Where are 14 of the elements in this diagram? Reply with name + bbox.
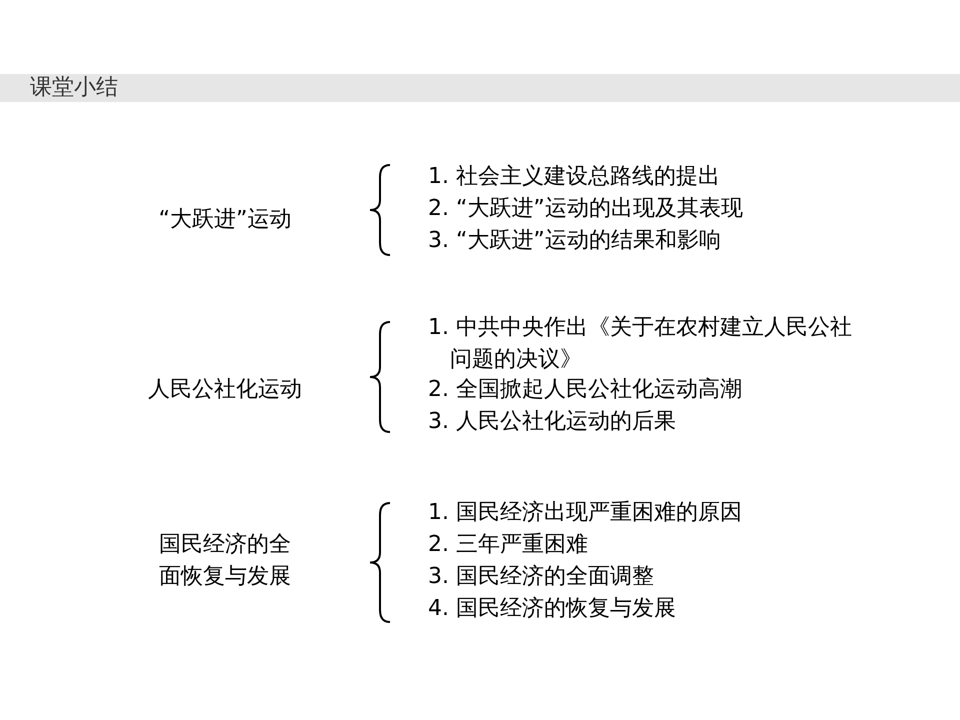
summary-item: 1. 国民经济出现严重困难的原因 — [428, 499, 742, 527]
section-title: 课堂小结 — [30, 74, 118, 102]
summary-item: 4. 国民经济的恢复与发展 — [428, 595, 676, 623]
summary-item: 2. “大跃进”运动的出现及其表现 — [428, 195, 743, 223]
summary-item: 2. 三年严重困难 — [428, 531, 588, 559]
topic-label: 国民经济的全面恢复与发展 — [158, 531, 292, 591]
topic-label: 人民公社化运动 — [147, 376, 303, 404]
summary-item: 2. 全国掀起人民公社化运动高潮 — [428, 376, 742, 404]
summary-item: 1. 中共中央作出《关于在农村建立人民公社问题的决议》 — [428, 314, 853, 374]
topic-label: “大跃进”运动 — [158, 206, 292, 234]
summary-item: 3. 人民公社化运动的后果 — [428, 408, 676, 436]
summary-item: 3. “大跃进”运动的结果和影响 — [428, 227, 721, 255]
summary-item: 3. 国民经济的全面调整 — [428, 563, 654, 591]
summary-item: 1. 社会主义建设总路线的提出 — [428, 163, 720, 191]
